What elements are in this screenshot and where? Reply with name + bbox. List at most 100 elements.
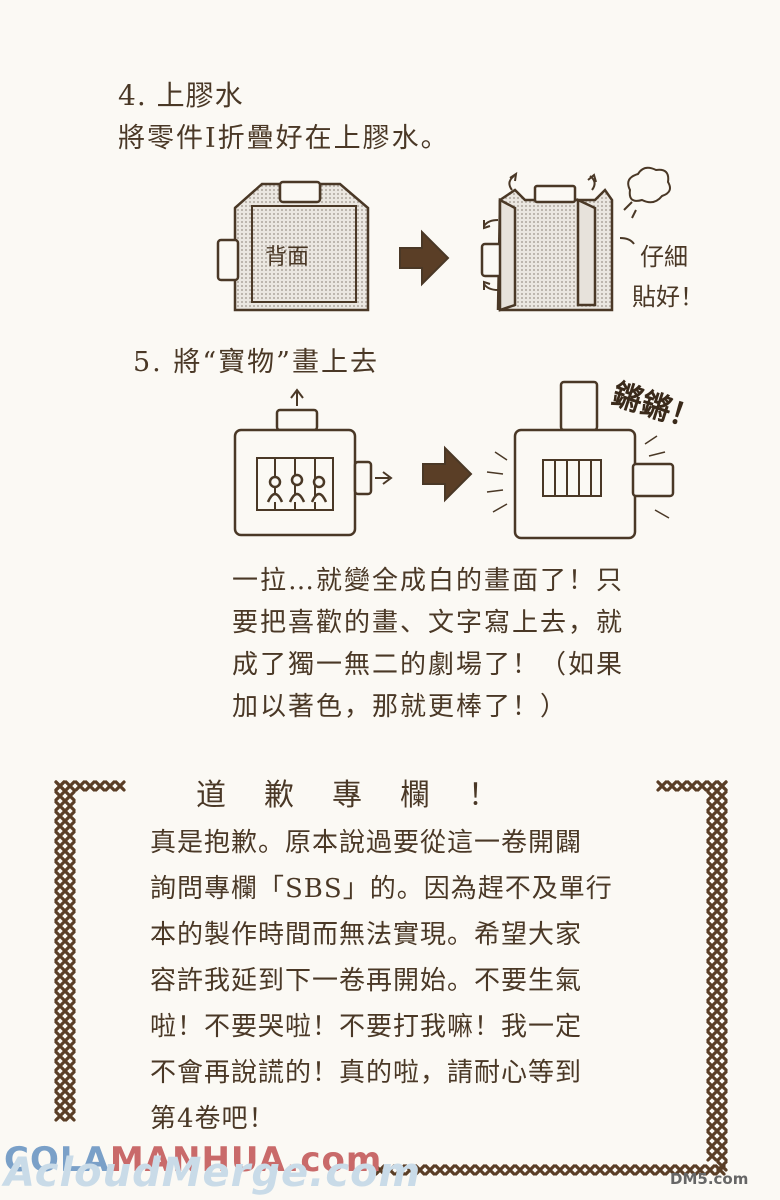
border-stitch: [64, 940, 76, 952]
border-stitch: [706, 1010, 718, 1022]
border-stitch: [504, 1164, 516, 1176]
border-stitch: [54, 1010, 66, 1022]
border-stitch: [54, 860, 66, 872]
border-stitch: [64, 880, 76, 892]
border-stitch: [524, 1164, 536, 1176]
border-stitch: [706, 860, 718, 872]
border-stitch: [716, 1090, 728, 1102]
border-stitch: [706, 920, 718, 932]
border-stitch: [64, 1020, 76, 1032]
border-stitch: [64, 910, 76, 922]
step4-title: 4. 上膠水: [118, 79, 244, 112]
para-line: 加以著色，那就更棒了！）: [232, 692, 569, 722]
border-stitch: [494, 1164, 506, 1176]
border-stitch: [54, 1110, 66, 1122]
border-stitch: [54, 950, 66, 962]
border-stitch: [716, 800, 728, 812]
watermark-colamanhua: COLAMANHUA.com: [4, 1140, 383, 1180]
border-stitch: [706, 970, 718, 982]
border-stitch: [716, 1100, 728, 1112]
border-stitch: [706, 1030, 718, 1042]
pull-arrows: [290, 388, 393, 485]
border-stitch: [716, 1010, 728, 1022]
border-stitch: [706, 1060, 718, 1072]
border-stitch: [624, 1164, 636, 1176]
border-stitch: [716, 950, 728, 962]
border-stitch: [54, 1020, 66, 1032]
border-stitch: [716, 1140, 728, 1152]
border-stitch: [716, 780, 728, 792]
border-stitch: [64, 1030, 76, 1042]
column-line: 啦！不要哭啦！不要打我嘛！我一定: [150, 1012, 583, 1042]
border-stitch: [706, 820, 718, 832]
border-stitch: [716, 960, 728, 972]
border-stitch: [706, 850, 718, 862]
border-stitch: [64, 1010, 76, 1022]
border-stitch: [54, 1090, 66, 1102]
border-stitch: [54, 1060, 66, 1072]
border-stitch: [644, 1164, 656, 1176]
step4-instruction: 將零件Ⅰ折疊好在上膠水。: [118, 123, 450, 154]
border-stitch: [54, 1080, 66, 1092]
big-arrow-right-2: [422, 445, 473, 503]
border-stitch: [716, 1050, 728, 1062]
border-stitch: [94, 780, 106, 792]
border-stitch: [444, 1164, 456, 1176]
border-stitch: [54, 800, 66, 812]
border-stitch: [54, 880, 66, 892]
border-stitch: [54, 920, 66, 932]
column-line: 容許我延到下一卷再開始。不要生氣: [150, 966, 583, 996]
border-stitch: [716, 850, 728, 862]
border-stitch: [54, 1000, 66, 1012]
folded-part-glued: [480, 184, 614, 312]
watermark-acloudmerge: AcloudMerge.com: [4, 1150, 422, 1196]
fold-motion-arrows: [483, 171, 635, 291]
border-stitch: [706, 1020, 718, 1032]
border-stitch: [706, 1040, 718, 1052]
border-stitch: [706, 1150, 718, 1162]
puff-cloud-icon: [623, 166, 671, 219]
border-stitch: [706, 940, 718, 952]
border-stitch: [54, 780, 66, 792]
border-stitch: [54, 960, 66, 972]
border-stitch: [54, 930, 66, 942]
watermark-dm5: DM5.com: [670, 1170, 749, 1188]
border-stitch: [706, 830, 718, 842]
border-stitch: [64, 1110, 76, 1122]
border-stitch: [84, 780, 96, 792]
border-stitch: [716, 870, 728, 882]
border-stitch: [474, 1164, 486, 1176]
border-stitch: [54, 890, 66, 902]
border-stitch: [64, 800, 76, 812]
border-stitch: [706, 1140, 718, 1152]
border-stitch: [54, 980, 66, 992]
column-line: 真是抱歉。原本說過要從這一卷開闢: [150, 828, 583, 858]
border-stitch: [64, 1040, 76, 1052]
border-stitch: [64, 1070, 76, 1082]
border-stitch: [706, 990, 718, 1002]
border-stitch: [54, 900, 66, 912]
border-stitch: [64, 790, 76, 802]
border-stitch: [716, 920, 728, 932]
border-stitch: [716, 830, 728, 842]
step5-illustration: [233, 380, 675, 540]
border-stitch: [706, 1050, 718, 1062]
border-stitch: [64, 780, 76, 792]
theater-box-closed: [233, 408, 373, 537]
border-stitch: [706, 1100, 718, 1112]
border-stitch: [544, 1164, 556, 1176]
step4-illustration: 背面 仔細 貼好！: [216, 166, 704, 312]
border-stitch: [706, 910, 718, 922]
border-stitch: [706, 1120, 718, 1132]
border-stitch: [64, 870, 76, 882]
border-stitch: [706, 800, 718, 812]
border-stitch: [706, 780, 718, 792]
border-stitch: [64, 810, 76, 822]
border-stitch: [634, 1164, 646, 1176]
border-stitch: [64, 950, 76, 962]
border-stitch: [716, 1060, 728, 1072]
border-stitch: [716, 840, 728, 852]
border-stitch: [54, 1030, 66, 1042]
border-stitch: [706, 950, 718, 962]
border-stitch: [716, 890, 728, 902]
